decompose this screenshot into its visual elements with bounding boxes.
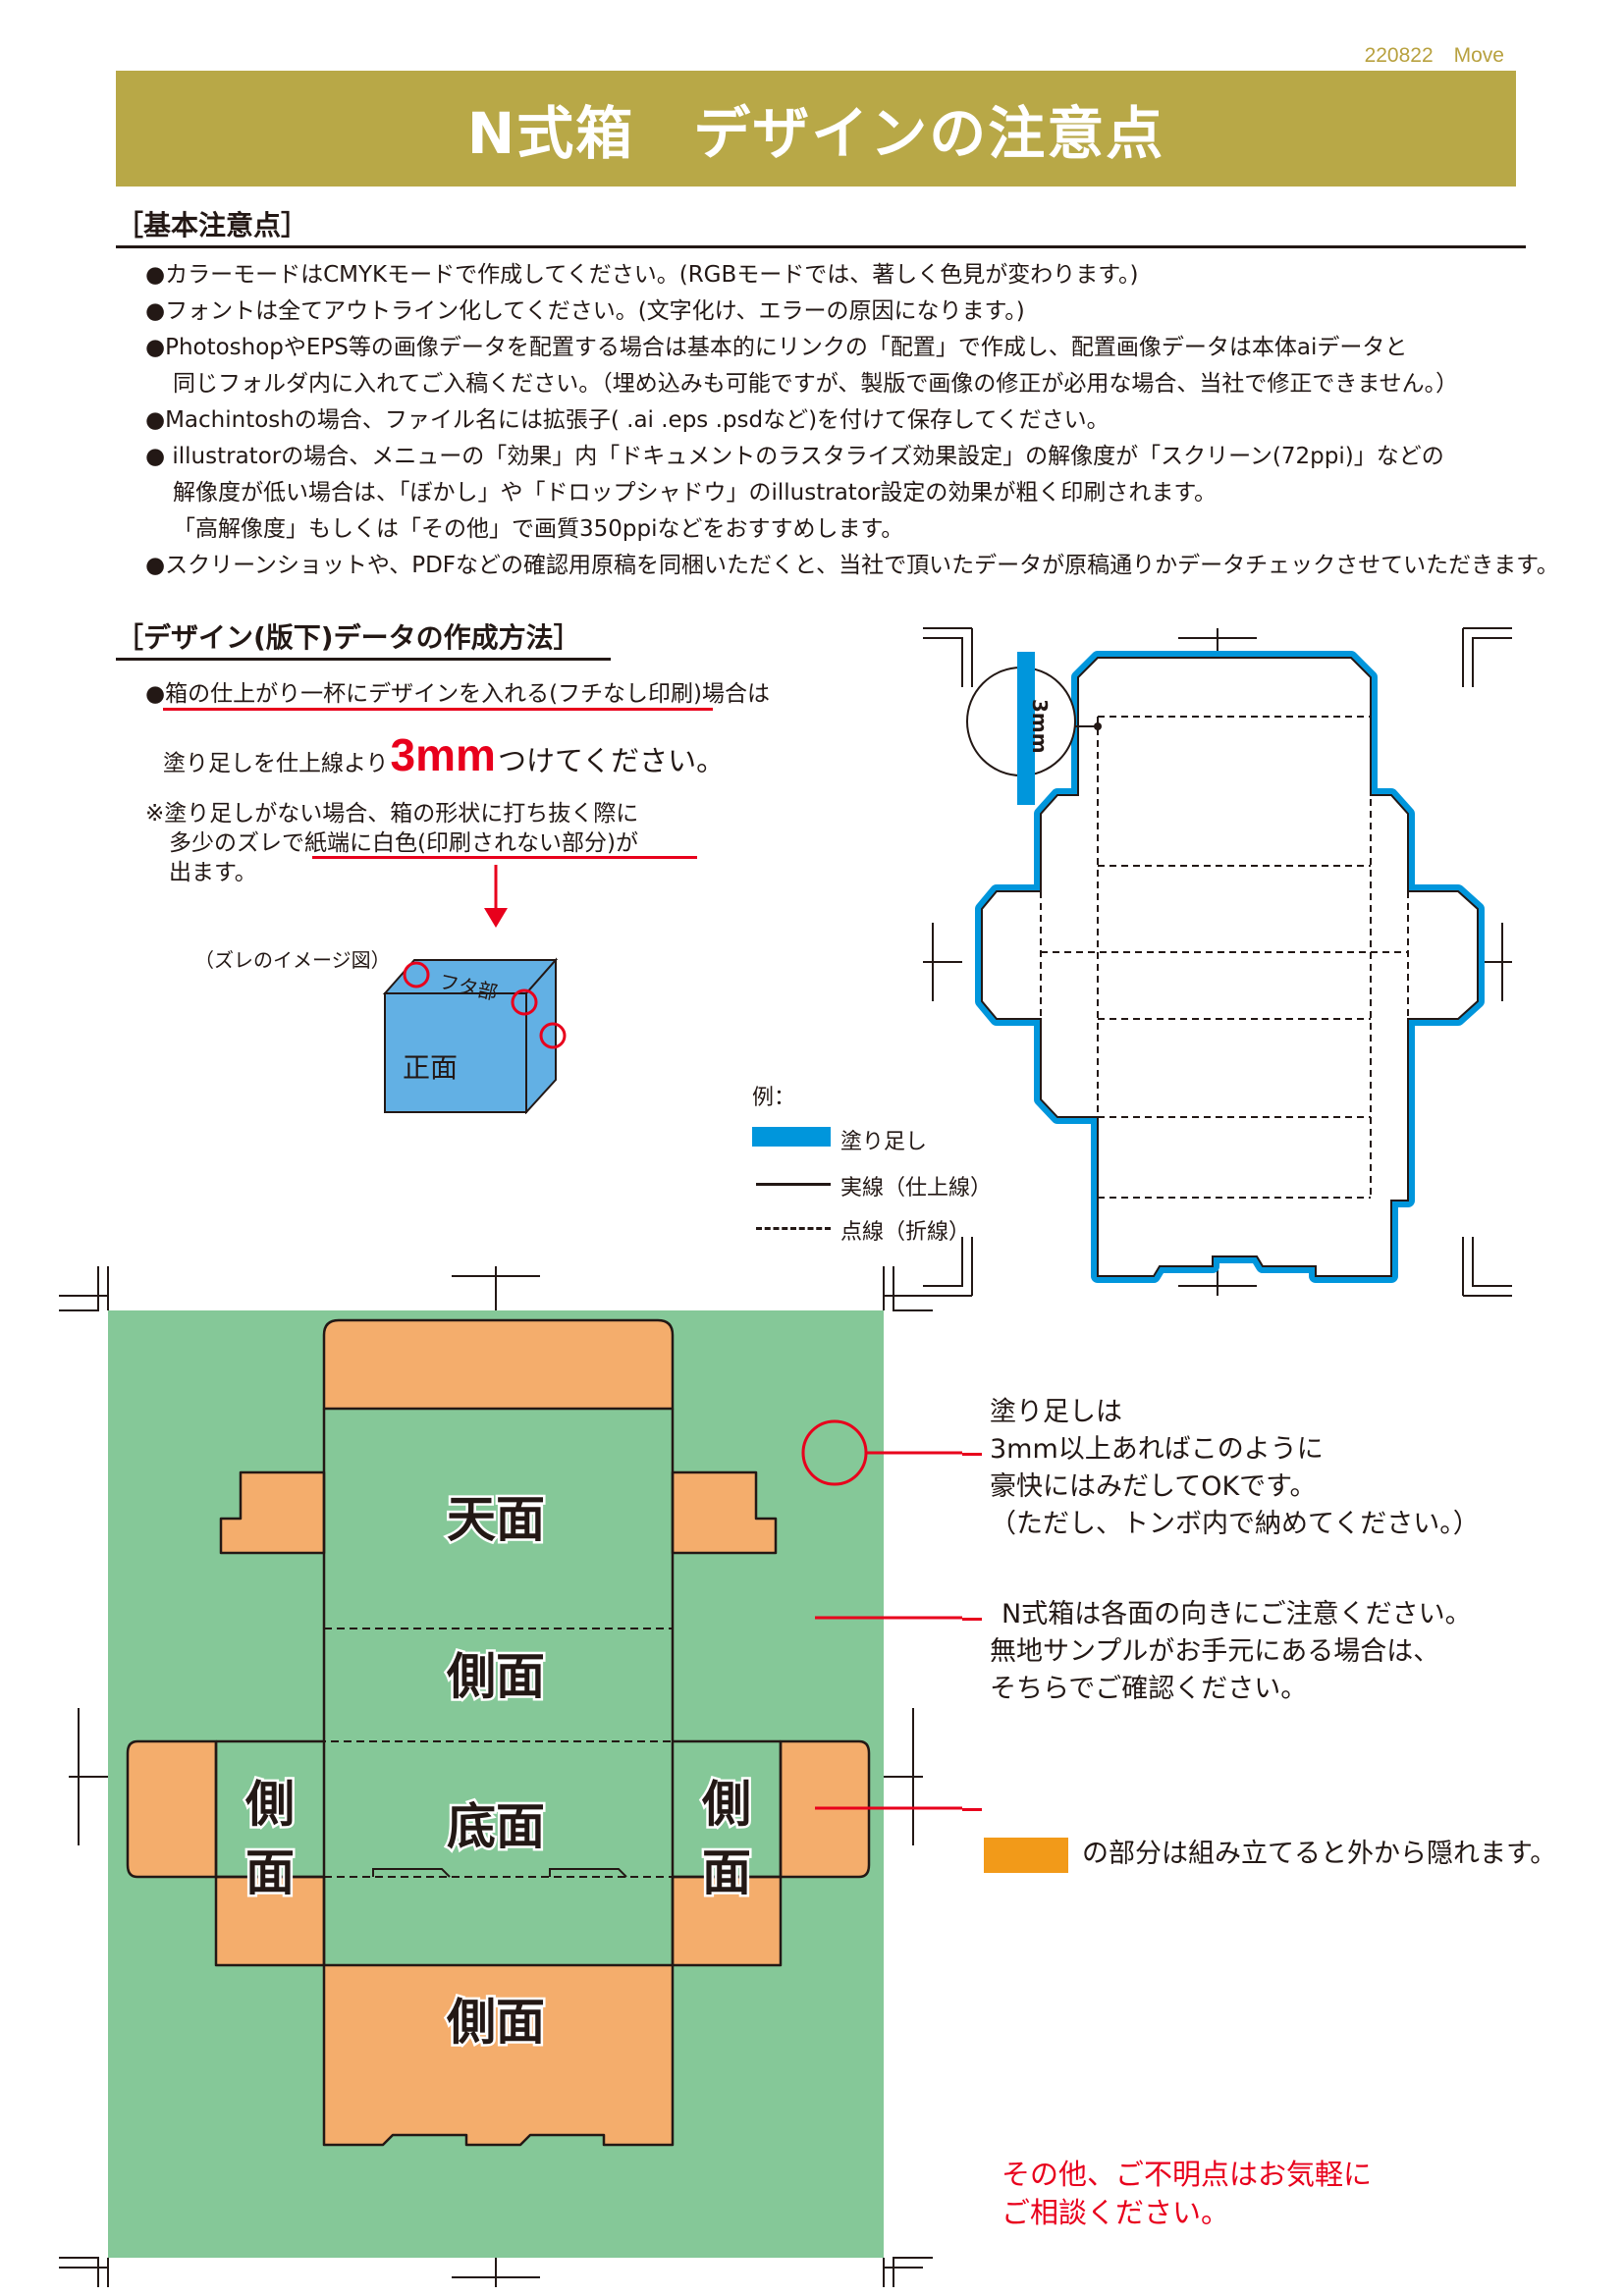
callout-leader-extension (962, 1618, 982, 1621)
legend-solid-label: 実線（仕上線） (840, 1176, 993, 1201)
panel-labels: 天面 側面 底面 側面 側 面 側 面 (243, 1489, 754, 2054)
tab-notches (372, 1868, 627, 1878)
fold-lines (1040, 716, 1409, 1276)
legend-dashed-swatch (756, 1227, 831, 1230)
note-line: ●Machintoshの場合、ファイル名には拡張子( .ai .eps .psd… (145, 407, 1110, 433)
zoom-point (1094, 722, 1102, 730)
crop-marks (59, 1266, 933, 2287)
note-line: 多少のズレで紙端に白色(印刷されない部分)が (169, 830, 638, 856)
bleed-size: 3mm (390, 729, 496, 780)
contact-line: ご相談ください。 (1001, 2196, 1230, 2229)
callout-leader-extension (962, 1453, 982, 1456)
note-line: ●PhotoshopやEPS等の画像データを配置する場合は基本的にリンクの「配置… (145, 335, 1408, 360)
hidden-area-swatch (984, 1838, 1068, 1873)
red-arrow-head (484, 908, 508, 928)
legend-dashed-label: 点線（折線） (840, 1220, 971, 1245)
note-line: 出ます。 (169, 860, 257, 885)
left-end-flap (126, 1739, 218, 1879)
callout-line: 塗り足しは (990, 1397, 1122, 1427)
top-panel-label: 天面 (447, 1491, 545, 1548)
red-underline (163, 708, 713, 711)
contact-line: その他、ご不明点はお気軽に (1001, 2158, 1373, 2191)
box-layout-diagram: 天面 側面 底面 側面 側 面 側 面 (59, 1266, 962, 2287)
fullbleed-instruction: ●箱の仕上がり一杯にデザインを入れる(フチなし印刷)場合は (145, 681, 771, 707)
callout-line: 豪快にはみだしてOKです。 (990, 1471, 1317, 1502)
basic-notes-heading: ［基本注意点］ (116, 209, 309, 241)
misalign-illustration: フタ部 正面 (382, 865, 567, 1114)
no-bleed-note: ※塗り足しがない場合、箱の形状に打ち抜く際に 多少のズレで紙端に白色(印刷されな… (145, 799, 638, 887)
note-line: 「高解像度」もしくは「その他」で画質350ppiなどをおすすめします。 (173, 516, 904, 542)
legend-bleed-swatch (752, 1127, 831, 1147)
orientation-callout: N式箱は各面の向きにご注意ください。 無地サンプルがお手元にある場合は、 そちら… (990, 1596, 1472, 1708)
legend-solid-swatch (756, 1183, 831, 1186)
fold-lines (215, 1408, 782, 1966)
zoom-label: 3mm (1028, 699, 1052, 754)
hidden-flaps (126, 1318, 871, 2147)
box-front (384, 992, 527, 1113)
bleed-instruction-pre: 塗り足しを仕上線より (163, 751, 389, 776)
contact-note: その他、ご不明点はお気軽に ご相談ください。 (1001, 2156, 1372, 2232)
legend-bleed-label: 塗り足し (840, 1130, 928, 1154)
die-line-diagram: 3mm (923, 627, 1512, 1297)
top-tuck-flap (322, 1318, 675, 1411)
crop-marks (923, 627, 1512, 1297)
side-panel-label: 側面 (446, 1648, 545, 1705)
page-title: N式箱 デザインの注意点 (466, 100, 1165, 167)
heading-rule (116, 658, 611, 661)
basic-notes-list: ●カラーモードはCMYKモードで作成してください。(RGBモードでは、著しく色見… (145, 257, 1559, 584)
red-underline (312, 856, 697, 859)
document-id: 220822 Move (1364, 44, 1504, 67)
side-vertical-label: 面 (702, 1844, 751, 1901)
callout-line: 3mm以上あればこのように (990, 1434, 1324, 1465)
bleed-instruction: 塗り足しを仕上線より 3mm つけてください。 (163, 728, 725, 781)
bleed-instruction-post: つけてください。 (497, 744, 726, 777)
note-line: ●スクリーンショットや、PDFなどの確認用原稿を同梱いただくと、当社で頂いたデー… (145, 553, 1559, 578)
bottom-flap (322, 1963, 675, 2147)
misalign-marker (511, 988, 538, 1016)
design-heading: ［デザイン(版下)データの作成方法］ (116, 621, 581, 654)
trim-outline (981, 657, 1479, 1277)
callout-leader-extension (962, 1808, 982, 1811)
hidden-area-callout: の部分は組み立てると外から隠れます。 (1082, 1839, 1557, 1869)
callout-line: N式箱は各面の向きにご注意ください。 (1001, 1599, 1472, 1629)
heading-rule (116, 245, 1526, 248)
title-banner: N式箱 デザインの注意点 (116, 71, 1516, 187)
bottom-panel-label: 底面 (447, 1798, 545, 1855)
note-line: 解像度が低い場合は、「ぼかし」や「ドロップシャドウ」のillustrator設定… (173, 480, 1218, 506)
note-line: ●カラーモードはCMYKモードで作成してください。(RGBモードでは、著しく色見… (145, 262, 1139, 288)
note-line: ※塗り足しがない場合、箱の形状に打ち抜く際に (145, 801, 639, 827)
note-line: ●フォントは全てアウトライン化してください。(文字化け、エラーの原因になります。… (145, 298, 1025, 324)
misalign-marker (539, 1022, 567, 1049)
callout-line: （ただし、トンボ内で納めてください。） (990, 1509, 1480, 1539)
note-line: 同じフォルダ内に入れてご入稿ください。（埋め込みも可能ですが、製版で画像の修正が… (173, 371, 1459, 397)
legend-title: 例： (752, 1086, 796, 1110)
side-panel-label: 側面 (446, 1994, 545, 2051)
callout-line: そちらでご確認ください。 (990, 1674, 1308, 1704)
side-vertical-label: 側 (701, 1776, 751, 1833)
callout-line: 無地サンプルがお手元にある場合は、 (990, 1636, 1440, 1667)
side-vertical-label: 面 (245, 1844, 295, 1901)
misalign-marker (403, 961, 430, 988)
side-vertical-label: 側 (244, 1776, 295, 1833)
note-line: ● illustratorの場合、メニューの「効果」内「ドキュメントのラスタライ… (145, 444, 1444, 469)
bleed-callout: 塗り足しは 3mm以上あればこのように 豪快にはみだしてOKです。 （ただし、ト… (990, 1394, 1480, 1543)
box-front-label: 正面 (403, 1051, 458, 1084)
zoom-bleed-band (1017, 652, 1035, 805)
misalign-caption: （ズレのイメージ図） (194, 948, 391, 972)
